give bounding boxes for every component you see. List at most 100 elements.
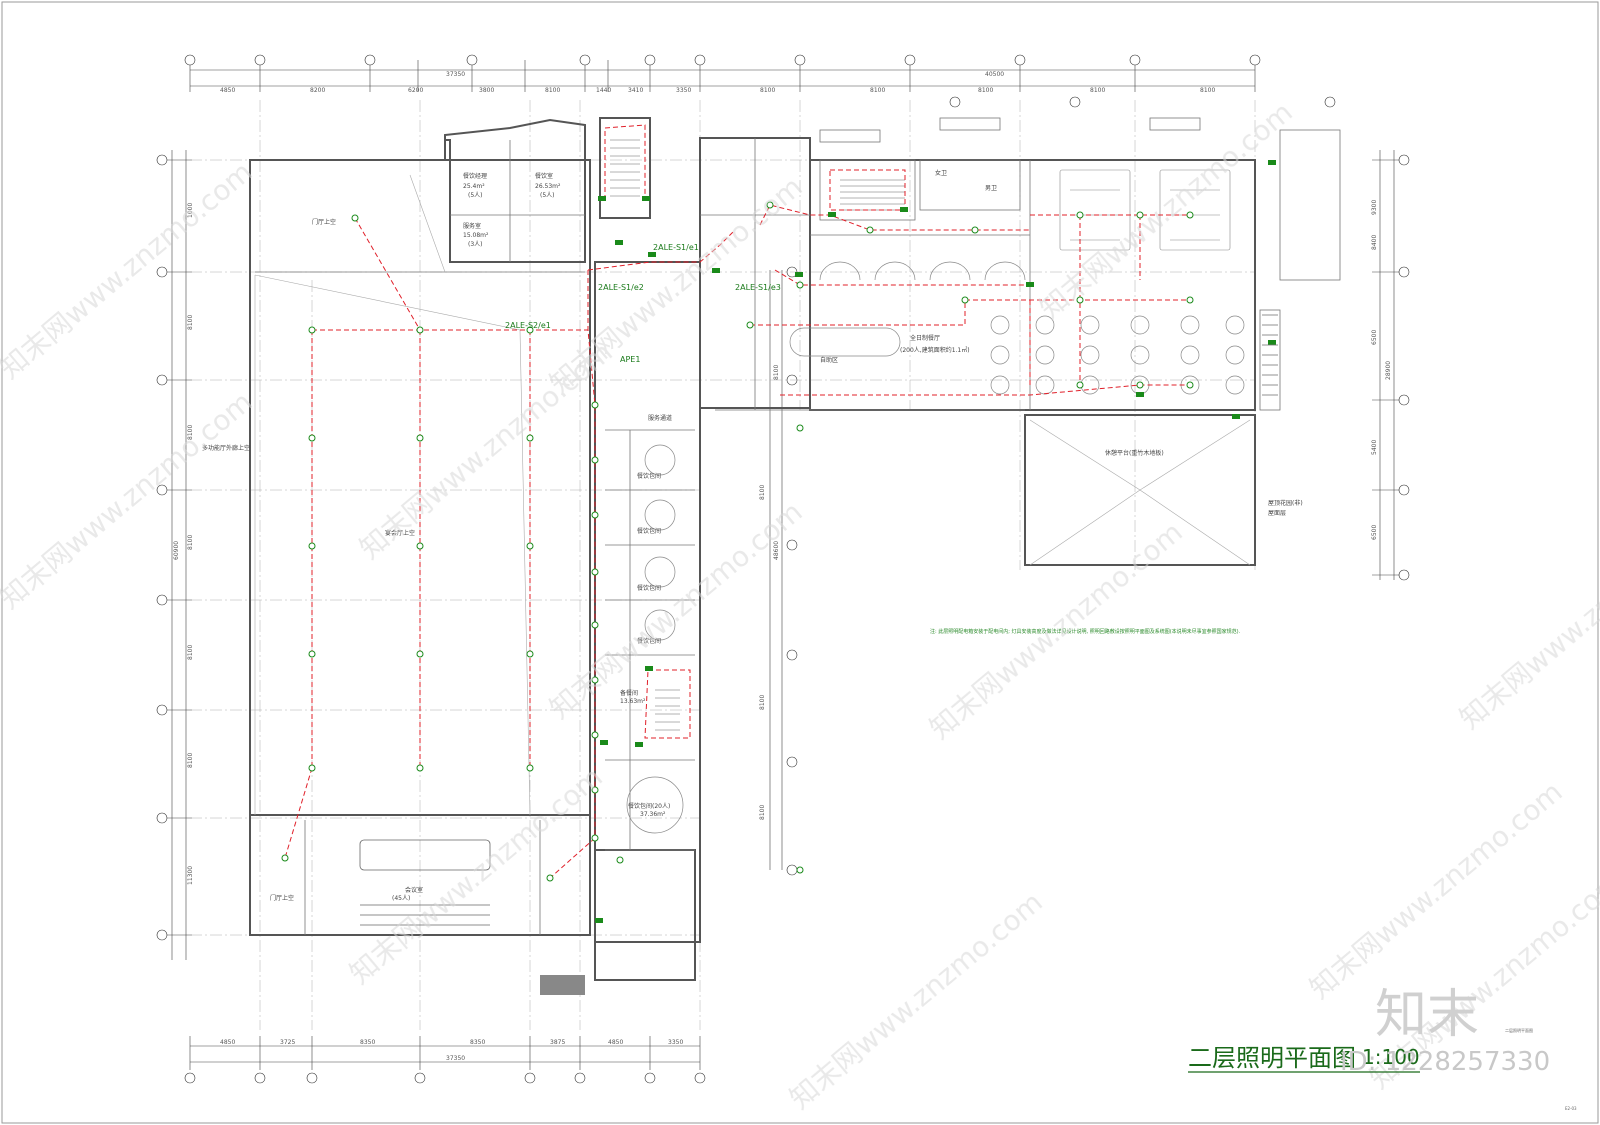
- watermark-text: 知末网www.znzmo.com: [1453, 505, 1600, 735]
- dim-top-seg: 8100: [978, 87, 993, 94]
- dim-top-seg: 8100: [1090, 87, 1105, 94]
- bottom-segment-labels: 4850 3725 8350 8350 3875 4850 3350: [220, 1039, 683, 1046]
- right-segment-labels: 9300 8400 6500 5400 6500 28900: [1371, 200, 1392, 540]
- dim-left-seg: 8100: [187, 645, 194, 660]
- dim-left-seg: 1000: [187, 203, 194, 218]
- dim-bottom-seg: 3875: [550, 1039, 565, 1046]
- distribution-panels: [595, 160, 1276, 923]
- room-office-2: 餐饮室: [535, 172, 553, 180]
- room-roof-garden: 屋顶花园(非): [1268, 499, 1303, 507]
- meeting-table: [359, 839, 491, 926]
- dim-mid-seg: 8100: [759, 805, 766, 820]
- room-all-day-dining-note: (200人,建筑面积约1.1㎡): [900, 346, 970, 354]
- watermark-text: 知末网www.znzmo.com: [0, 385, 259, 615]
- dim-mid-seg: 8100: [773, 365, 780, 380]
- room-office-2-area: 26.53m²: [535, 183, 561, 190]
- room-lounge-platform: 休憩平台(重竹木地板): [1105, 449, 1164, 457]
- room-office-1-people: (5人): [468, 192, 483, 199]
- dim-top-seg: 3410: [628, 87, 643, 94]
- room-office-3-area: 15.08m²: [463, 232, 489, 239]
- dim-left-seg: 8100: [187, 315, 194, 330]
- dim-bottom-seg: 3350: [668, 1039, 683, 1046]
- light-fixtures: [281, 201, 1194, 882]
- dim-top-overall-right: 40500: [985, 71, 1004, 78]
- right-dimension-chain: [1372, 150, 1400, 580]
- stair-treads: [610, 139, 905, 731]
- circuit-label-s1e2: 2ALE-S1/e2: [598, 283, 644, 292]
- watermark-text: 知末网www.znzmo.com: [0, 155, 259, 385]
- dim-bottom-seg: 3725: [280, 1039, 295, 1046]
- dim-left-seg: 11300: [187, 866, 194, 885]
- dim-left-seg: 8100: [187, 535, 194, 550]
- room-office-2-people: (5人): [540, 192, 555, 199]
- drawing-scale: 1:100: [1362, 1045, 1420, 1069]
- axis-bubbles-left: [156, 154, 168, 941]
- room-service-corridor: 服务通道: [648, 414, 672, 422]
- dim-mid-seg: 8100: [759, 695, 766, 710]
- dim-mid-seg: 48600: [773, 541, 780, 560]
- room-storage: 备餐间: [620, 689, 638, 697]
- room-lobby-upper: 门厅上空: [312, 218, 336, 226]
- middle-segment-labels: 8100 48600 8100 8100 8100: [759, 365, 780, 820]
- watermark-logo: 知末: [1375, 985, 1479, 1045]
- dining-tables-round: [789, 261, 1245, 395]
- room-banquet-corridor: 多功能厅外廊上空: [202, 444, 250, 452]
- dim-top-seg: 3800: [479, 87, 494, 94]
- room-private-4: 餐饮包间: [637, 637, 661, 645]
- room-toilet-f: 女卫: [935, 169, 947, 177]
- dim-bottom-seg: 4850: [608, 1039, 623, 1046]
- dim-right-seg: 9300: [1371, 200, 1378, 215]
- dim-bottom-seg: 4850: [220, 1039, 235, 1046]
- dim-left-seg: 8100: [187, 753, 194, 768]
- left-segment-labels: 8100 8100 8100 8100 8100 11300 1000: [187, 203, 194, 885]
- dim-right-seg: 8400: [1371, 235, 1378, 250]
- axis-bubbles-top: [184, 54, 1336, 108]
- small-caption: 二层照明平面图: [1505, 1027, 1533, 1033]
- room-private-large-area: 37.36m²: [640, 811, 666, 818]
- axis-bubbles-bottom: [184, 1072, 706, 1084]
- dim-top-seg: 8100: [1200, 87, 1215, 94]
- room-roof-garden-2: 屋面层: [1268, 510, 1286, 517]
- room-buffet: 自助区: [820, 356, 838, 364]
- design-note: 注: 此层照明配电箱安装于配电间内; 灯具安装高度及做法详见设计说明, 照明回路…: [930, 628, 1241, 635]
- watermark-text: 知末网www.znzmo.com: [343, 760, 608, 990]
- room-lobby-upper-2: 门厅上空: [270, 894, 294, 902]
- dim-right-seg: 6500: [1371, 330, 1378, 345]
- drawing-title: 二层照明平面图: [1188, 1044, 1356, 1072]
- dim-top-seg: 6200: [408, 87, 423, 94]
- dim-top-overall-left: 37350: [446, 71, 465, 78]
- axis-bubbles-middle: [786, 266, 798, 876]
- inner-walls: [255, 138, 1031, 935]
- room-storage-area: 13.63m²: [620, 698, 646, 705]
- dim-mid-seg: 8100: [759, 485, 766, 500]
- top-segment-labels: 4850 8200 6200 3800 8100 1440 3410 3350 …: [220, 87, 1215, 94]
- room-office-1: 餐饮经理: [463, 172, 487, 180]
- circuit-label-ape1: APE1: [620, 355, 640, 364]
- dim-right-seg: 5400: [1371, 440, 1378, 455]
- watermark-text: 知末网www.znzmo.com: [543, 495, 808, 725]
- room-office-1-area: 25.4m²: [463, 183, 485, 190]
- room-all-day-dining: 全日制餐厅: [910, 334, 940, 342]
- dim-top-seg: 1440: [596, 87, 611, 94]
- circuit-label-s1e3: 2ALE-S1/e3: [735, 283, 781, 292]
- dim-top-seg: 3350: [676, 87, 691, 94]
- dim-bottom-seg: 8350: [470, 1039, 485, 1046]
- shaft-hatch: [540, 975, 585, 995]
- room-private-2: 餐饮包间: [637, 527, 661, 535]
- circuit-label-s1e1: 2ALE-S1/e1: [653, 243, 699, 252]
- room-meeting-people: (45人): [392, 895, 410, 902]
- watermark-id: ID: 1228257330: [1340, 1047, 1550, 1077]
- middle-dimension-chain: [769, 270, 783, 870]
- right-terrace: [819, 117, 1341, 411]
- sheet-code: E2-03: [1565, 1106, 1577, 1111]
- dim-top-seg: 4850: [220, 87, 235, 94]
- top-dimension-chain: [189, 60, 1256, 92]
- room-meeting: 会议室: [405, 886, 423, 894]
- dim-top-seg: 8100: [870, 87, 885, 94]
- axis-bubbles-right: [1398, 154, 1410, 581]
- room-office-3-people: (3人): [468, 241, 483, 248]
- room-private-3: 餐饮包间: [637, 584, 661, 592]
